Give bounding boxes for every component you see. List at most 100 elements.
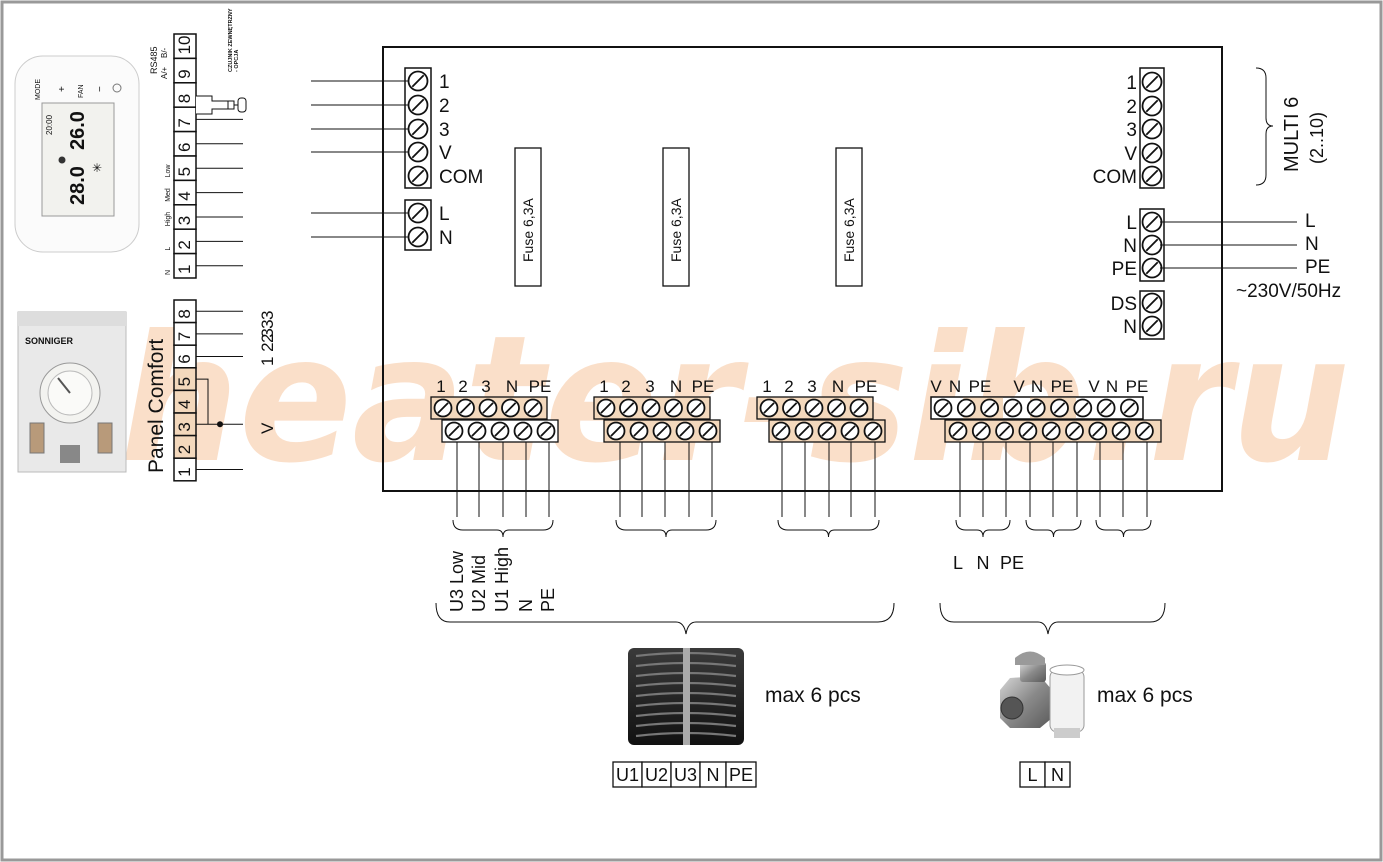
panel-output-label: 2 3 (258, 319, 277, 343)
rs485-label: RS485 (149, 46, 159, 74)
screw-terminal-icon (407, 226, 429, 248)
screw-terminal-icon (513, 421, 533, 441)
thermostat-terminal-number: 3 (175, 216, 194, 225)
screw-terminal-icon (782, 398, 801, 418)
device-terminal-box (725, 761, 757, 788)
panel-comfort-title: Panel Comfort (145, 339, 168, 473)
panel-terminal-number: 3 (175, 422, 194, 431)
supply-terminal-label: N (1123, 236, 1137, 257)
fuse-label: Fuse 6,3A (520, 198, 536, 262)
valve-wire-label: N (977, 553, 990, 573)
fan-output-label: 2 (621, 377, 630, 396)
screw-terminal-icon (1141, 165, 1163, 187)
fuse (835, 147, 863, 287)
supply-terminal-label: L (1126, 213, 1137, 234)
panel-terminal-number: 2 (175, 445, 194, 454)
screw-terminal-icon (956, 398, 976, 418)
screw-terminal-icon (1141, 142, 1163, 164)
screw-terminal-icon (407, 165, 429, 187)
thermostat-terminal-number: 5 (175, 167, 194, 176)
wire-brace (1025, 519, 1082, 538)
brand-logo: SONNIGER (25, 336, 74, 346)
panel-terminal-number: 1 (175, 467, 194, 476)
fan-output-label: N (832, 377, 844, 396)
panel-output-label: 3 (258, 311, 277, 320)
ds-terminal-label: N (1123, 317, 1137, 338)
panel-terminal-number: 6 (175, 354, 194, 363)
screw-terminal-icon (804, 398, 824, 418)
fan-wire-label: U1 High (492, 547, 512, 612)
device-terminal-box (670, 761, 701, 788)
valve-output-label: V (930, 377, 942, 396)
screw-terminal-icon (971, 421, 991, 441)
wire-brace (615, 519, 717, 538)
supply-line-label: N (1305, 234, 1319, 255)
panel-terminal-number: 4 (175, 400, 194, 409)
thermostat-terminal-number: 9 (175, 69, 194, 78)
screw-terminal-icon (478, 398, 498, 418)
fan-mode-icon (58, 156, 66, 164)
fan-output-label: 3 (481, 377, 490, 396)
panel-output-label: V (258, 422, 277, 434)
screw-terminal-icon (827, 398, 846, 418)
rs485-a-label: A/+ (160, 66, 169, 79)
panel-output-label: 1 2 3 (258, 328, 277, 366)
multi-terminal-label: COM (1093, 167, 1137, 188)
screw-terminal-icon (407, 202, 429, 224)
thermostat-mode-button: MODE (35, 79, 42, 100)
supply-terminal-label: PE (1112, 259, 1137, 280)
fan-output-label: N (506, 377, 518, 396)
screw-terminal-icon (606, 421, 626, 441)
fan-switch (97, 422, 113, 454)
external-sensor-icon (196, 95, 247, 115)
fuse (514, 147, 542, 287)
fan-output-label: 3 (807, 377, 816, 396)
screw-terminal-icon (641, 398, 661, 418)
thermostat-terminal-number: 7 (175, 118, 194, 127)
screw-terminal-icon (407, 94, 429, 116)
fan-output-label: 2 (458, 377, 467, 396)
multi-brace (1255, 67, 1274, 186)
power-icon (112, 83, 122, 93)
input-terminal-label: 1 (439, 72, 450, 93)
panel-terminal-number: 8 (175, 309, 194, 318)
thermostat-terminal-number: 10 (175, 35, 194, 54)
fan-output-label: PE (529, 377, 552, 396)
power-terminal-label: L (439, 204, 450, 225)
supply-line-label: PE (1305, 257, 1330, 278)
snowflake-icon: ✳ (92, 161, 102, 175)
power-terminal-label: N (439, 228, 453, 249)
screw-terminal-icon (629, 421, 649, 441)
panel-terminal-number: 5 (175, 377, 194, 386)
screw-terminal-icon (686, 398, 706, 418)
input-terminal-label: 2 (439, 96, 450, 117)
device-terminal-label: L (1027, 765, 1037, 785)
thermostat-terminal-number: 6 (175, 143, 194, 152)
screw-terminal-icon (444, 421, 464, 441)
screw-terminal-icon (995, 421, 1014, 441)
thermostat-terminal-number: 2 (175, 240, 194, 249)
fan-output-label: PE (855, 377, 878, 396)
input-terminal-label: V (439, 143, 452, 164)
multi-terminal-label: 2 (1126, 97, 1137, 118)
multi-label: MULTI 6 (1281, 97, 1303, 172)
screw-terminal-icon (456, 398, 475, 418)
screw-terminal-icon (407, 141, 429, 163)
screw-terminal-icon (536, 421, 556, 441)
fan-wire-label: U3 Low (447, 550, 467, 612)
valve-output-label: PE (969, 377, 992, 396)
screw-terminal-icon (1065, 421, 1084, 441)
supply-voltage: ~230V/50Hz (1236, 281, 1341, 302)
screw-terminal-icon (794, 421, 814, 441)
wire-brace (777, 519, 880, 538)
thermostat-fan-button: FAN (78, 84, 85, 98)
thermostat-terminal-number: 8 (175, 94, 194, 103)
device-terminal-label: N (707, 765, 720, 785)
screw-terminal-icon (1120, 398, 1139, 418)
device-terminal-label: U1 (616, 765, 639, 785)
